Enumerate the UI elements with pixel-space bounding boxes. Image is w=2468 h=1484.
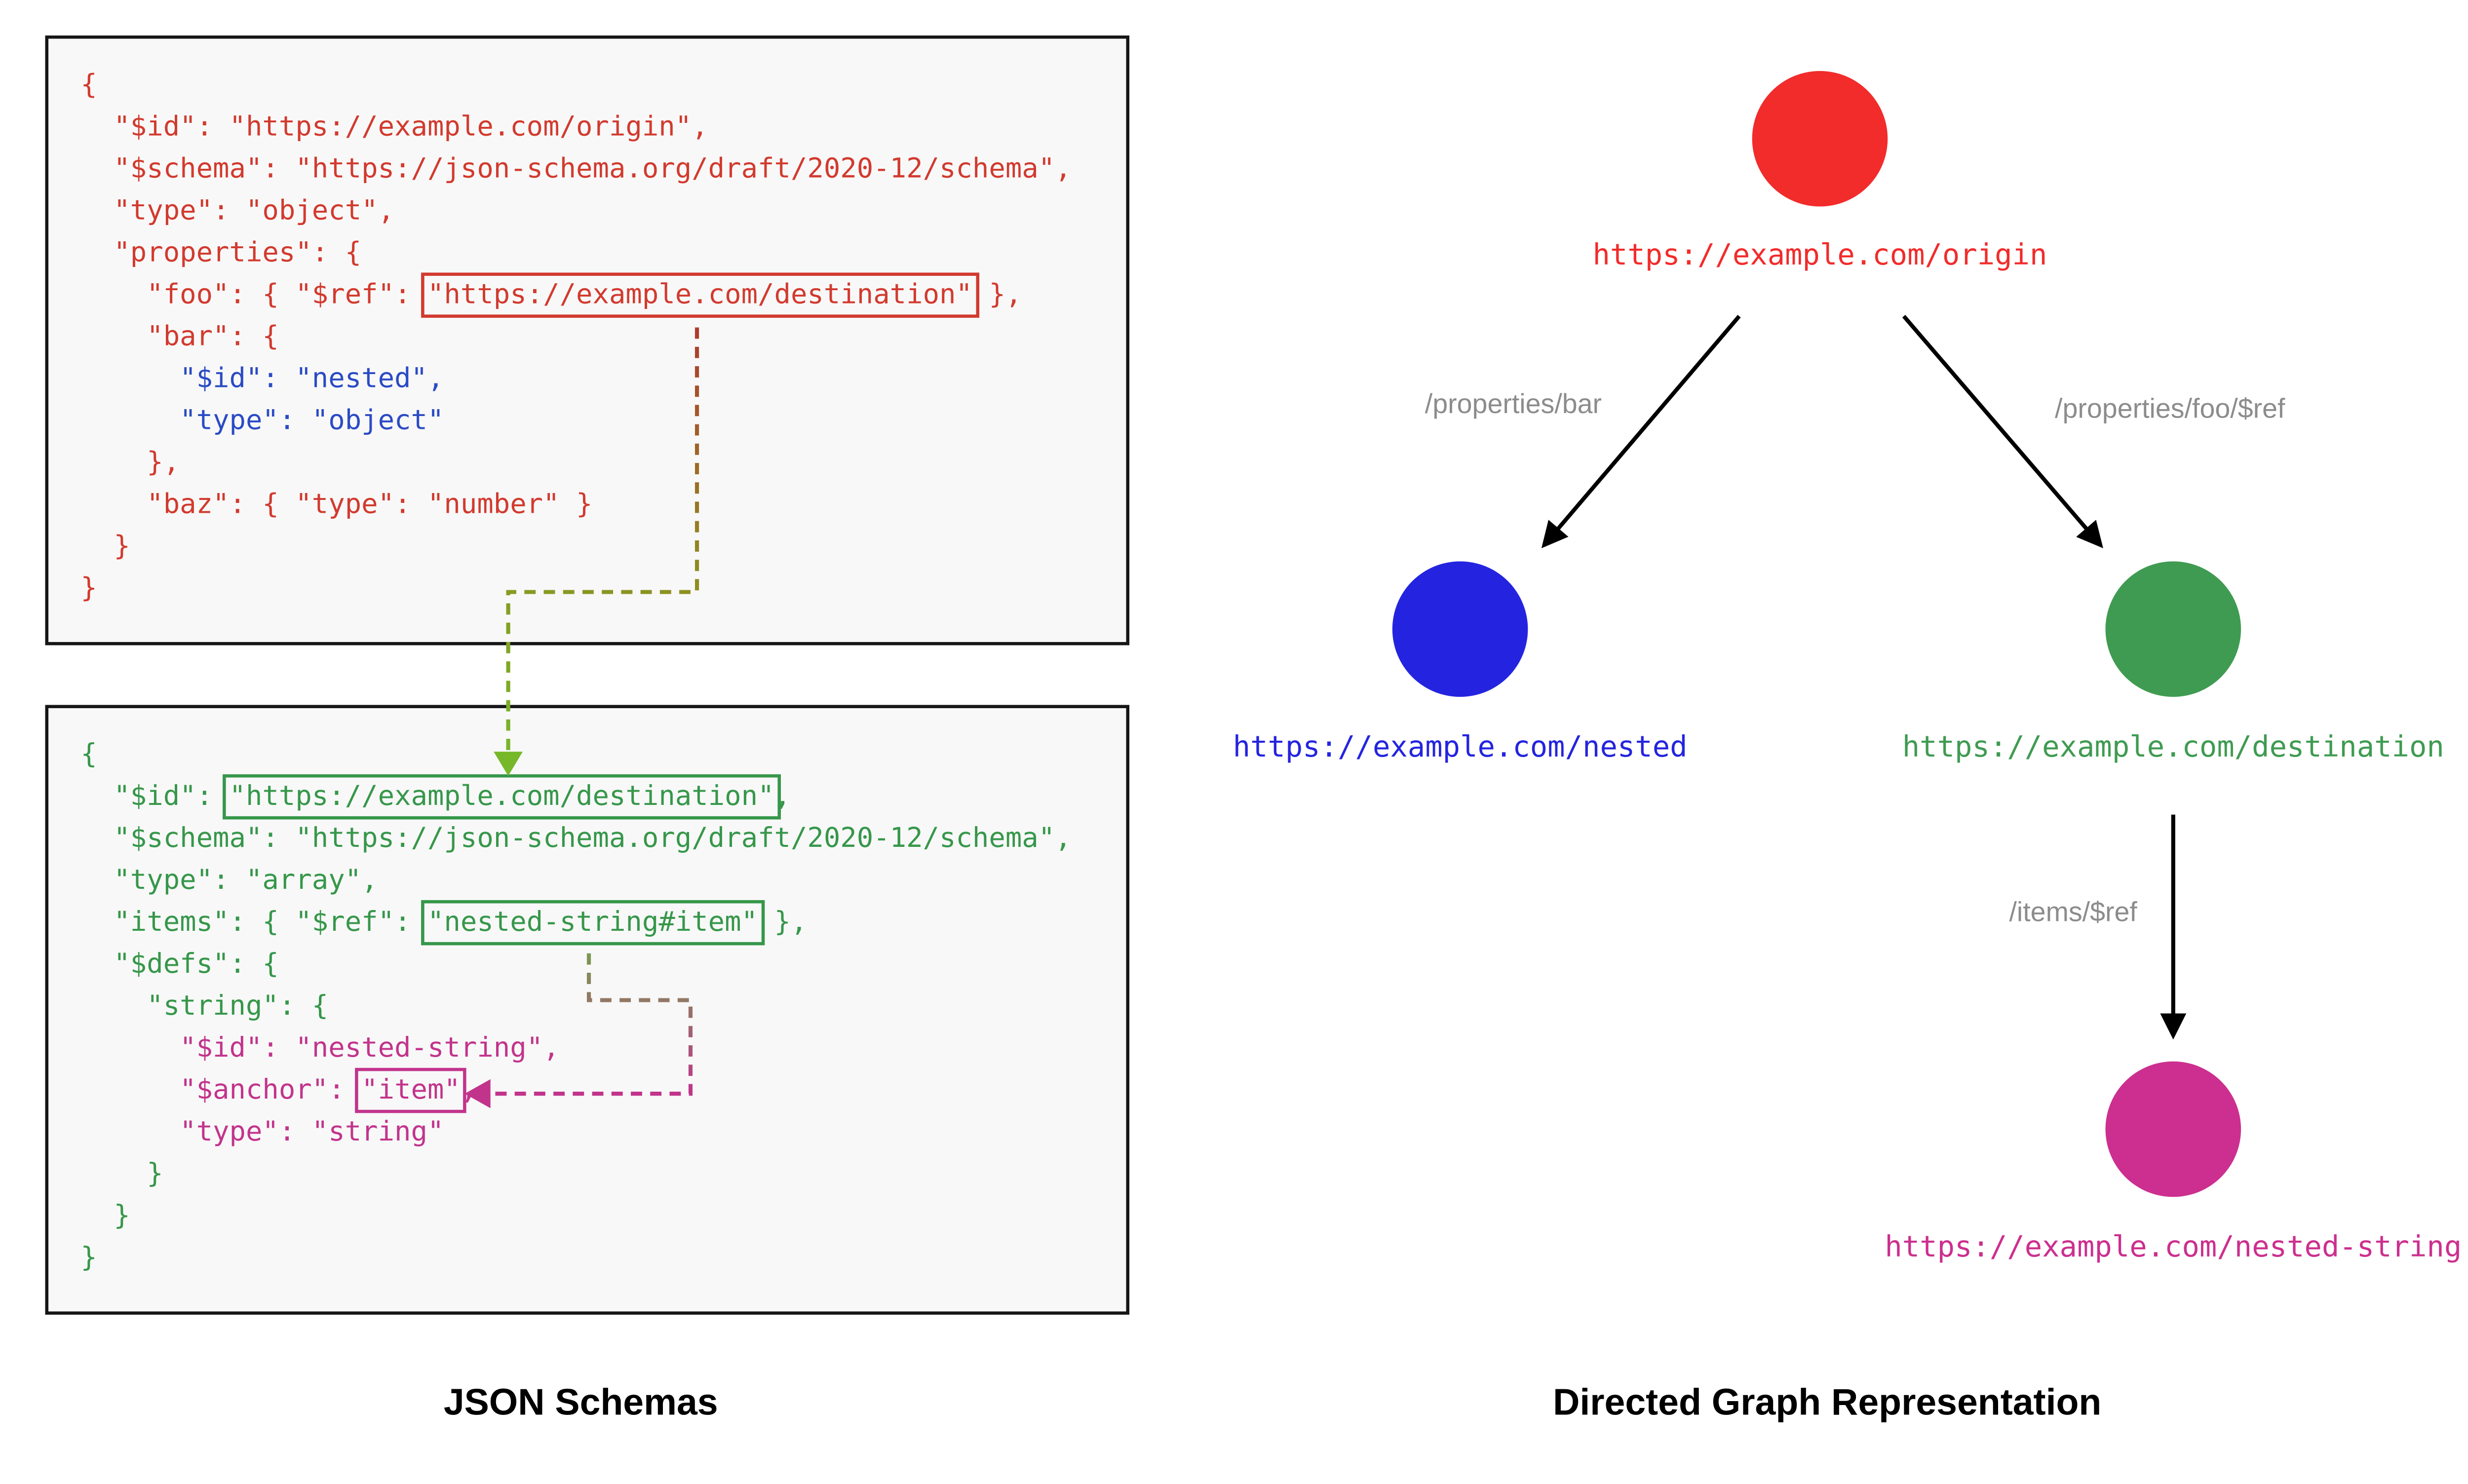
graph-panel: https://example.com/origin https://examp… bbox=[1161, 0, 2468, 1484]
code-line: "$defs": { bbox=[80, 944, 1126, 986]
node-origin bbox=[1752, 71, 1888, 207]
code-line: "$id": "https://example.com/origin", bbox=[80, 107, 1126, 149]
edge-label-items-ref: /items/$ref bbox=[2009, 897, 2137, 928]
code-segment: "$anchor": bbox=[80, 1074, 362, 1107]
edge-origin-to-nested bbox=[1541, 314, 1741, 548]
code-segment: "type": "string" bbox=[80, 1116, 444, 1149]
origin-schema-box: { "$id": "https://example.com/origin", "… bbox=[45, 35, 1130, 646]
code-segment: }, bbox=[80, 447, 180, 479]
code-segment: }, bbox=[758, 906, 808, 939]
anchor-item-token: "item" bbox=[355, 1067, 467, 1113]
code-line: "foo": { "$ref": "https://example.com/de… bbox=[80, 272, 1126, 318]
code-line: "type": "object", bbox=[80, 190, 1126, 232]
code-segment: "$defs": { bbox=[80, 948, 279, 981]
code-line: "type": "string" bbox=[80, 1111, 1126, 1153]
code-segment: { bbox=[80, 739, 97, 771]
code-segment: } bbox=[80, 1158, 163, 1191]
code-segment: "$id": bbox=[80, 781, 230, 813]
code-line: "$anchor": "item", bbox=[80, 1067, 1126, 1113]
code-segment: } bbox=[80, 1200, 130, 1233]
code-line: } bbox=[80, 1195, 1126, 1237]
code-line: "bar": { bbox=[80, 316, 1126, 358]
code-segment: "$id": "nested-string", bbox=[80, 1032, 560, 1065]
code-segment: "$schema": "https://json-schema.org/draf… bbox=[80, 153, 1072, 186]
code-line: "baz": { "type": "number" } bbox=[80, 484, 1126, 526]
code-segment: } bbox=[80, 1242, 97, 1275]
origin-schema-code: { "$id": "https://example.com/origin", "… bbox=[48, 38, 1126, 609]
code-line: } bbox=[80, 526, 1126, 568]
code-line: } bbox=[80, 1153, 1126, 1195]
destination-schema-box: { "$id": "https://example.com/destinatio… bbox=[45, 705, 1130, 1315]
code-segment: "type": "array", bbox=[80, 864, 378, 897]
node-nested-string bbox=[2105, 1061, 2241, 1197]
code-line: "$id": "nested-string", bbox=[80, 1027, 1126, 1069]
node-destination-label: https://example.com/destination bbox=[1902, 730, 2444, 765]
code-line: { bbox=[80, 65, 1126, 107]
id-destination-token: "https://example.com/destination" bbox=[223, 774, 781, 820]
left-caption: JSON Schemas bbox=[443, 1380, 718, 1423]
edge-origin-to-destination bbox=[1902, 314, 2103, 548]
code-segment: "$schema": "https://json-schema.org/draf… bbox=[80, 822, 1072, 855]
code-line: }, bbox=[80, 442, 1126, 484]
code-line: "$id": "nested", bbox=[80, 358, 1126, 400]
code-segment: "$id": "https://example.com/origin", bbox=[80, 111, 708, 144]
code-segment: "string": { bbox=[80, 990, 329, 1023]
code-segment: }, bbox=[972, 279, 1022, 311]
code-segment: "$id": "nested", bbox=[80, 363, 444, 395]
code-line: { bbox=[80, 734, 1126, 776]
node-nested-string-label: https://example.com/nested-string bbox=[1885, 1230, 2462, 1265]
ref-destination-token: "https://example.com/destination" bbox=[421, 272, 979, 318]
code-line: "$id": "https://example.com/destination"… bbox=[80, 774, 1126, 820]
node-nested-label: https://example.com/nested bbox=[1233, 730, 1688, 765]
right-caption: Directed Graph Representation bbox=[1553, 1380, 2102, 1423]
edge-label-properties-foo-ref: /properties/foo/$ref bbox=[2055, 393, 2285, 424]
code-segment: "properties": { bbox=[80, 237, 362, 269]
code-line: } bbox=[80, 1237, 1126, 1279]
code-segment: , bbox=[774, 781, 791, 813]
code-line: "type": "object" bbox=[80, 400, 1126, 442]
json-schemas-panel: { "$id": "https://example.com/origin", "… bbox=[0, 0, 1161, 1484]
code-line: "string": { bbox=[80, 986, 1126, 1027]
destination-schema-code: { "$id": "https://example.com/destinatio… bbox=[48, 708, 1126, 1279]
node-nested bbox=[1392, 561, 1528, 697]
code-segment: } bbox=[80, 531, 130, 563]
node-origin-label: https://example.com/origin bbox=[1592, 238, 2047, 273]
ref-nested-string-token: "nested-string#item" bbox=[421, 900, 765, 946]
code-segment: "foo": { "$ref": bbox=[80, 279, 427, 311]
code-segment: } bbox=[80, 572, 97, 605]
code-segment: "type": "object" bbox=[80, 405, 444, 437]
code-line: "$schema": "https://json-schema.org/draf… bbox=[80, 149, 1126, 190]
code-line: "type": "array", bbox=[80, 860, 1126, 902]
code-segment: "baz": { "type": "number" } bbox=[80, 489, 593, 521]
code-line: "$schema": "https://json-schema.org/draf… bbox=[80, 818, 1126, 860]
node-destination bbox=[2105, 561, 2241, 697]
code-line: "properties": { bbox=[80, 232, 1126, 274]
code-segment: , bbox=[460, 1074, 477, 1107]
code-segment: "bar": { bbox=[80, 321, 279, 353]
code-line: "items": { "$ref": "nested-string#item" … bbox=[80, 900, 1126, 946]
code-segment: "type": "object", bbox=[80, 195, 395, 228]
code-line: } bbox=[80, 568, 1126, 610]
code-segment: "items": { "$ref": bbox=[80, 906, 427, 939]
edge-label-properties-bar: /properties/bar bbox=[1425, 388, 1602, 419]
code-segment: { bbox=[80, 69, 97, 102]
